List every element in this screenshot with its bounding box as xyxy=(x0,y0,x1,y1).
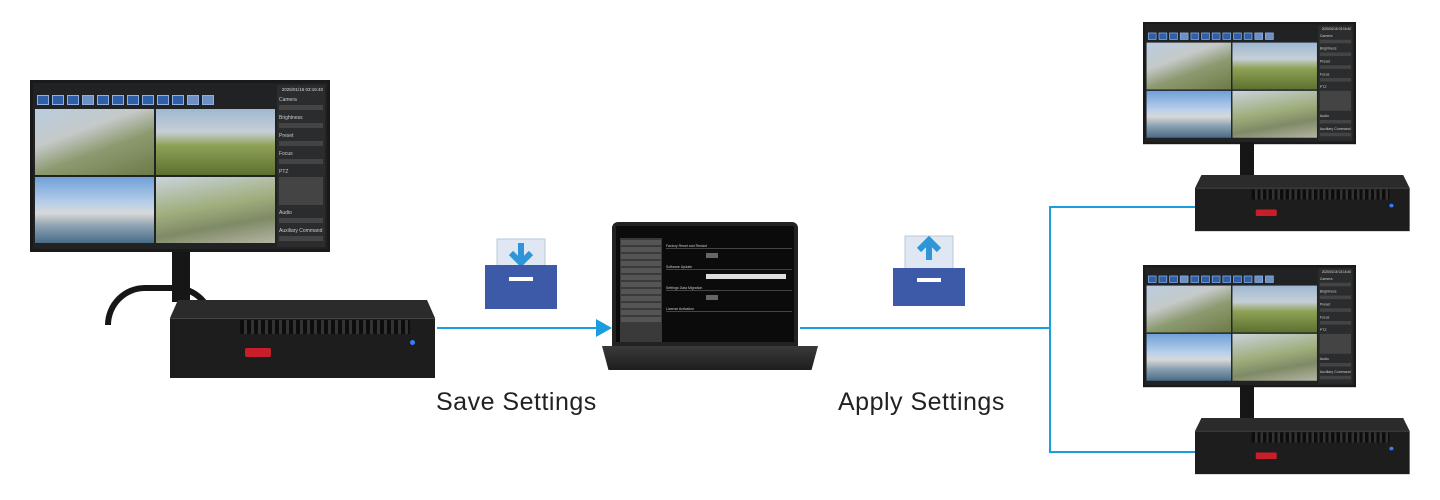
panel-label: PTZ xyxy=(1319,328,1327,333)
source-monitor: 2025/01/16 03:16:40 Camera Brightness Pr… xyxy=(30,80,330,252)
control-panel: 2025/01/16 03:16:40 Camera Brightness Pr… xyxy=(1318,25,1353,141)
camera-feed xyxy=(1232,333,1317,381)
datetime: 2025/01/16 03:16:40 xyxy=(281,87,323,92)
save-arrowhead xyxy=(596,319,612,337)
target-controller-box xyxy=(1195,418,1410,475)
panel-label: Camera xyxy=(1319,277,1333,282)
layout-toolbar xyxy=(1147,32,1317,42)
panel-label: Audio xyxy=(279,210,292,216)
laptop-base xyxy=(602,346,818,370)
camera-feed xyxy=(1146,285,1232,333)
laptop-sidebar xyxy=(620,238,662,342)
laptop-settings-page: Factory Reset and Restart Software Updat… xyxy=(666,238,792,342)
panel-label: Focus xyxy=(1319,72,1330,77)
panel-label: Audio xyxy=(1319,357,1329,362)
panel-label: Auxiliary Command xyxy=(1319,370,1351,375)
tray-upload-icon xyxy=(893,235,965,306)
camera-feed-grid xyxy=(35,109,275,243)
panel-label: Preset xyxy=(1319,59,1331,64)
panel-label: Auxiliary Command xyxy=(1319,127,1351,132)
apply-branch-top xyxy=(1049,206,1201,208)
camera-feed xyxy=(156,109,275,175)
save-arrow-line xyxy=(437,327,597,329)
camera-feed xyxy=(1232,285,1317,333)
eizo-logo xyxy=(1255,452,1277,460)
camera-feed xyxy=(35,177,154,243)
panel-label: Camera xyxy=(279,97,297,103)
save-settings-label: Save Settings xyxy=(436,388,597,416)
panel-label: Brightness xyxy=(279,115,303,121)
camera-feed-grid xyxy=(1146,42,1317,138)
controller-box xyxy=(170,300,435,378)
camera-feed xyxy=(1232,42,1317,90)
target-controller-box xyxy=(1195,175,1410,232)
section-heading: License Activation xyxy=(666,307,792,312)
camera-feed xyxy=(156,177,275,243)
eizo-logo xyxy=(245,348,271,357)
control-panel: 2025/01/16 03:16:40 Camera Brightness Pr… xyxy=(1318,268,1353,384)
layout-toolbar xyxy=(1147,275,1317,285)
section-heading: Settings Data Migration xyxy=(666,286,792,291)
control-panel: 2025/01/16 03:16:40 Camera Brightness Pr… xyxy=(277,85,325,247)
apply-settings-label: Apply Settings xyxy=(838,388,1005,416)
camera-feed xyxy=(1146,90,1232,138)
panel-label: PTZ xyxy=(279,169,289,175)
panel-label: Audio xyxy=(1319,114,1329,119)
datetime: 2025/01/16 03:16:40 xyxy=(1321,26,1352,31)
camera-feed-grid xyxy=(1146,285,1317,381)
datetime: 2025/01/16 03:16:40 xyxy=(1321,269,1352,274)
tray-download-icon xyxy=(485,238,557,309)
camera-feed xyxy=(1146,42,1232,90)
monitor-stand xyxy=(1240,142,1254,185)
laptop-screen: Factory Reset and Restart Software Updat… xyxy=(612,222,798,346)
monitor-screen: 2025/01/16 03:16:40 Camera Brightness Pr… xyxy=(33,83,327,249)
panel-label: Auxiliary Command xyxy=(279,228,323,234)
camera-feed xyxy=(35,109,154,175)
apply-arrow-line xyxy=(800,327,1051,329)
target-monitor: 2025/01/16 03:16:40 Camera Brightness Pr… xyxy=(1143,22,1356,145)
panel-label: Camera xyxy=(1319,34,1333,39)
target-monitor: 2025/01/16 03:16:40 Camera Brightness Pr… xyxy=(1143,265,1356,388)
eizo-logo xyxy=(1255,209,1277,217)
apply-branch-bottom xyxy=(1049,451,1201,453)
panel-label: Focus xyxy=(1319,315,1330,320)
section-heading: Factory Reset and Restart xyxy=(666,244,792,249)
section-heading: Software Update xyxy=(666,265,792,270)
monitor-screen: 2025/01/16 03:16:40 Camera Brightness Pr… xyxy=(1145,267,1354,385)
camera-feed xyxy=(1232,90,1317,138)
panel-label: PTZ xyxy=(1319,85,1327,90)
monitor-stand xyxy=(1240,385,1254,428)
panel-label: Focus xyxy=(279,151,293,157)
apply-branch-line xyxy=(1049,206,1051,453)
panel-label: Preset xyxy=(1319,302,1331,307)
panel-label: Brightness xyxy=(1319,289,1337,295)
monitor-screen: 2025/01/16 03:16:40 Camera Brightness Pr… xyxy=(1145,24,1354,142)
layout-toolbar xyxy=(35,95,275,107)
camera-feed xyxy=(1146,333,1232,381)
panel-label: Preset xyxy=(279,133,294,139)
panel-label: Brightness xyxy=(1319,46,1337,52)
